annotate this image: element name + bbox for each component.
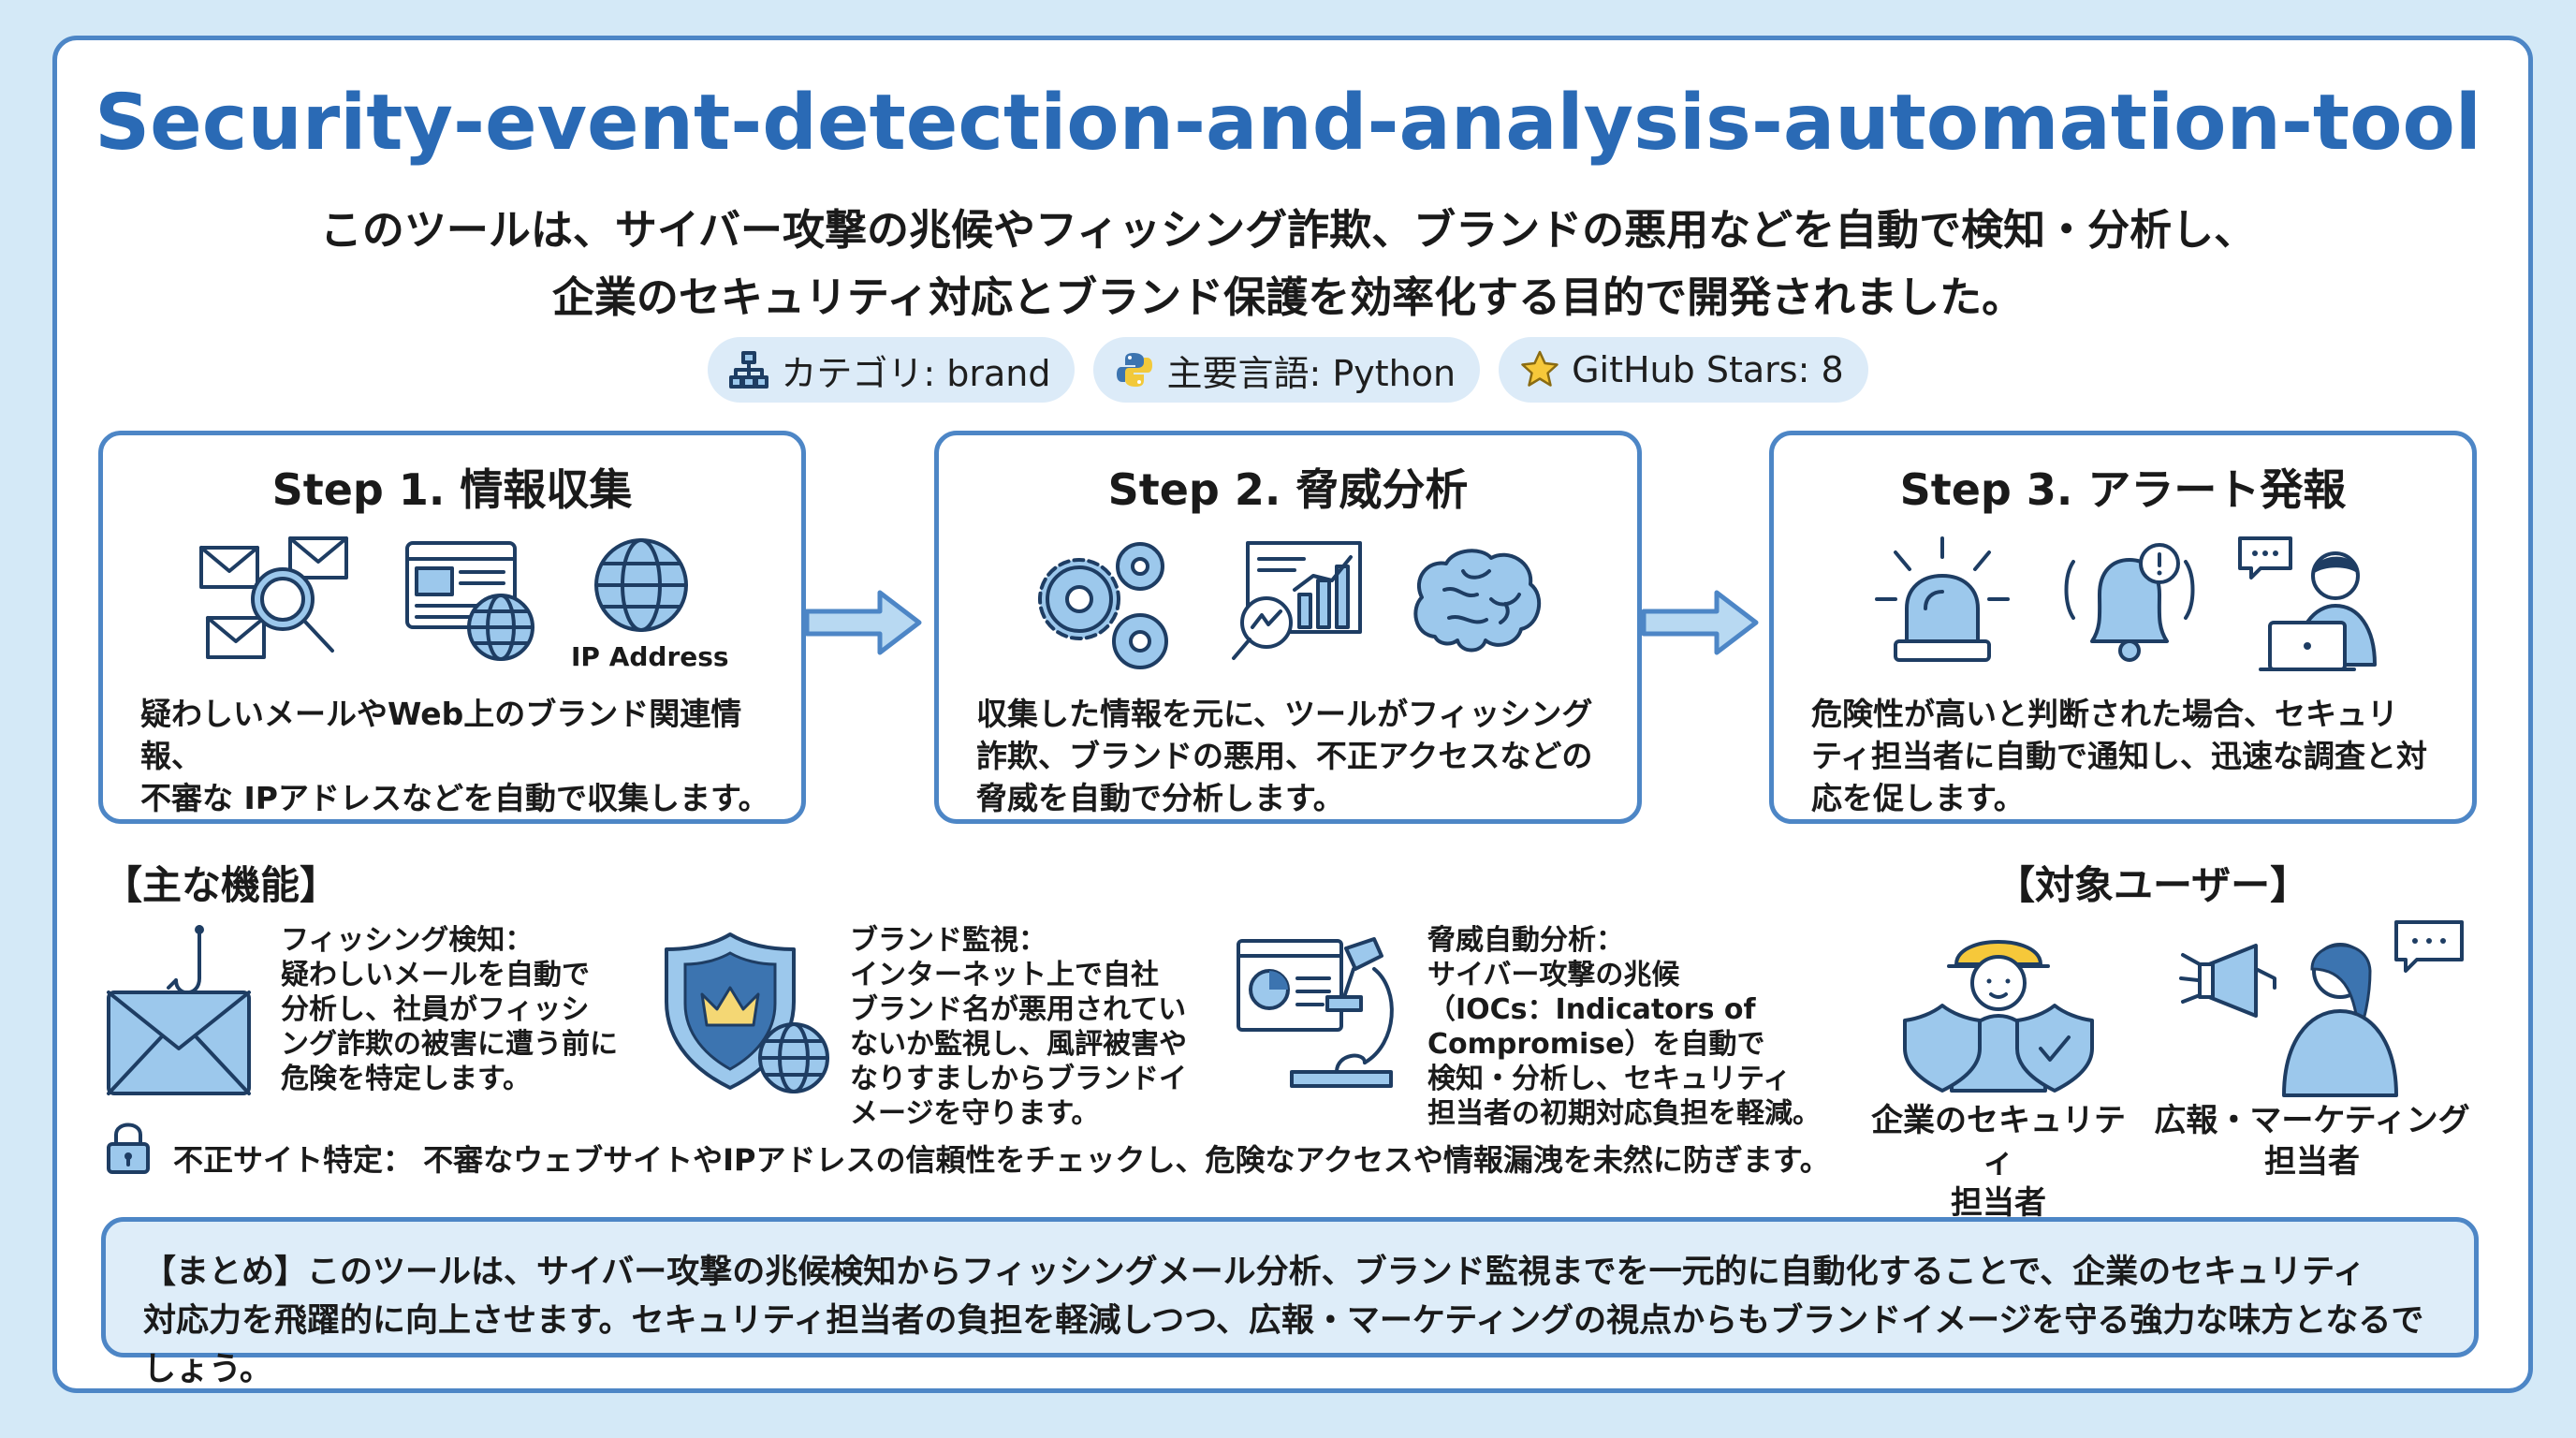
- subtitle-line-1: このツールは、サイバー攻撃の兆候やフィッシング詐欺、ブランドの悪用などを自動で検…: [319, 205, 2257, 255]
- ip-globe-icon: [594, 538, 688, 632]
- badge-row: カテゴリ: brand 主要言語: Python GitHub Stars: 8: [0, 337, 2576, 403]
- feature-threat-line: 検知・分析し、セキュリティ: [1427, 1063, 1792, 1095]
- feature-brand-text: ブランド監視： インターネット上で自社 ブランド名が悪用されてい ないか監視し、…: [850, 923, 1187, 1131]
- summary-text: 【まとめ】このツールは、サイバー攻撃の兆候検知からフィッシングメール分析、ブラン…: [143, 1248, 2446, 1394]
- summary-box: 【まとめ】このツールは、サイバー攻撃の兆候検知からフィッシングメール分析、ブラン…: [101, 1217, 2479, 1388]
- feature-threat-line: 担当者の初期対応負担を軽減。: [1427, 1097, 1821, 1130]
- step-1-title: Step 1. 情報収集: [271, 464, 633, 515]
- step-1-icons: IP Address: [103, 529, 801, 697]
- pr-marketing-icon: [2179, 920, 2464, 1097]
- phishing-mail-icon: [107, 925, 251, 1095]
- category-badge: カテゴリ: brand: [708, 337, 1076, 403]
- step-3-card: Step 3. アラート発報 危険性が高いと判断された場合、セキュリ: [1769, 431, 2477, 824]
- brain-icon: [1413, 549, 1541, 653]
- step-3-description: 危険性が高いと判断された場合、セキュリ ティ担当者に自動で通知し、迅速な調査と対…: [1811, 693, 2444, 819]
- alert-bell-icon: [2064, 543, 2195, 662]
- feature-threat-line: Compromise）を自動で: [1427, 1028, 1765, 1061]
- user-pr-caption: 広報・マーケティング 担当者: [2153, 1100, 2471, 1182]
- step-1-card: Step 1. 情報収集 IP Address 疑わしいメールやWeb上のブラン…: [98, 431, 806, 824]
- user-security-caption: 企業のセキュリティ 担当者: [1858, 1100, 2139, 1224]
- step-3-desc-line-3: 応を促します。: [1811, 780, 2025, 816]
- user-security-line-2: 担当者: [1951, 1184, 2046, 1222]
- feature-phishing-text: フィッシング検知： 疑わしいメールを自動で 分析し、社員がフィッシ ング詐欺の被…: [281, 923, 618, 1096]
- security-worker-icon: [1903, 940, 2094, 1093]
- step-2-icons: [939, 529, 1637, 697]
- step-1-desc-line-1: 疑わしいメールやWeb上のブランド関連情報、: [140, 696, 742, 774]
- language-badge-label: 主要言語: Python: [1166, 352, 1456, 394]
- hierarchy-icon: [729, 351, 769, 389]
- feature-brand-title: ブランド監視：: [850, 924, 1046, 957]
- feature-threat-title: 脅威自動分析：: [1427, 924, 1624, 957]
- web-globe-icon: [405, 541, 534, 661]
- feature-brand-line: ブランド名が悪用されてい: [850, 993, 1187, 1026]
- stars-badge: GitHub Stars: 8: [1499, 337, 1868, 403]
- feature-phishing-title: フィッシング検知：: [281, 924, 534, 957]
- user-security-line-1: 企業のセキュリティ: [1871, 1102, 2126, 1181]
- summary-line-2: 対応力を飛躍的に向上させます。セキュリティ担当者の負担を軽減しつつ、広報・マーケ…: [143, 1302, 2424, 1388]
- python-icon: [1117, 353, 1153, 387]
- step-3-desc-line-1: 危険性が高いと判断された場合、セキュリ: [1811, 696, 2398, 732]
- feature-brand-line: なりすましからブランドイ: [850, 1063, 1187, 1095]
- stars-badge-label: GitHub Stars: 8: [1572, 349, 1844, 390]
- page-title: Security-event-detection-and-analysis-au…: [95, 79, 2481, 168]
- email-search-icon: [199, 536, 348, 659]
- step-3-desc-line-2: ティ担当者に自動で通知し、迅速な調査と対: [1811, 738, 2428, 774]
- user-pr-line-2: 担当者: [2264, 1143, 2360, 1181]
- feature-phishing-line: 疑わしいメールを自動で: [281, 959, 590, 991]
- feature-brand-line: ないか監視し、風評被害や: [850, 1028, 1187, 1061]
- step-1-description: 疑わしいメールやWeb上のブランド関連情報、 不審な IPアドレスなどを自動で収…: [140, 693, 773, 819]
- brand-shield-icon: [665, 932, 829, 1093]
- step-1-desc-line-2: 不審な IPアドレスなどを自動で収集します。: [140, 780, 769, 816]
- step-2-desc-line-1: 収集した情報を元に、ツールがフィッシング: [976, 696, 1593, 732]
- feature-threat-text: 脅威自動分析： サイバー攻撃の兆候 （IOCs：Indicators of Co…: [1427, 923, 1821, 1131]
- features-label: 【主な機能】: [103, 862, 340, 908]
- feature-phishing-line: 危険を特定します。: [281, 1063, 531, 1095]
- feature-threat-line: サイバー攻撃の兆候: [1427, 959, 1680, 991]
- step-2-description: 収集した情報を元に、ツールがフィッシング 詐欺、ブランドの悪用、不正アクセスなど…: [976, 693, 1609, 819]
- step-2-desc-line-3: 脅威を自動で分析します。: [976, 780, 1344, 816]
- padlock-icon: [107, 1123, 150, 1174]
- star-icon: [1521, 350, 1559, 387]
- arrow-step-1-to-2: [804, 590, 922, 655]
- ip-address-label: IP Address: [571, 641, 729, 672]
- user-pr-line-1: 広報・マーケティング: [2154, 1102, 2470, 1139]
- operator-laptop-icon: [2238, 536, 2377, 671]
- language-badge: 主要言語: Python: [1093, 337, 1481, 403]
- step-3-icons: [1774, 529, 2472, 697]
- feature-phishing-line: 分析し、社員がフィッシ: [281, 993, 590, 1026]
- page-subtitle: このツールは、サイバー攻撃の兆候やフィッシング詐欺、ブランドの悪用などを自動で検…: [0, 197, 2576, 331]
- summary-line-1: 【まとめ】このツールは、サイバー攻撃の兆候検知からフィッシングメール分析、ブラン…: [143, 1254, 2366, 1291]
- step-2-desc-line-2: 詐欺、ブランドの悪用、不正アクセスなどの: [976, 738, 1593, 774]
- feature-brand-line: メージを守ります。: [850, 1097, 1100, 1130]
- arrow-step-2-to-3: [1641, 590, 1759, 655]
- fraud-site-text: 不正サイト特定： 不審なウェブサイトやIPアドレスの信頼性をチェックし、危険なア…: [173, 1142, 1830, 1178]
- feature-phishing-line: ング詐欺の被害に遭う前に: [281, 1028, 618, 1061]
- chart-analysis-icon: [1232, 541, 1362, 660]
- subtitle-line-2: 企業のセキュリティ対応とブランド保護を効率化する目的で開発されました。: [551, 272, 2025, 322]
- feature-brand-line: インターネット上で自社: [850, 959, 1159, 991]
- step-3-title: Step 3. アラート発報: [1899, 464, 2347, 515]
- step-2-title: Step 2. 脅威分析: [1107, 464, 1469, 515]
- step-2-card: Step 2. 脅威分析 収集した情報を元に、ツールがフィッシング 詐欺、ブラン…: [934, 431, 1642, 824]
- users-label: 【対象ユーザー】: [1996, 862, 2310, 908]
- microscope-icon: [1237, 937, 1394, 1088]
- feature-threat-line: （IOCs：Indicators of: [1427, 993, 1756, 1026]
- category-badge-label: カテゴリ: brand: [781, 352, 1051, 394]
- siren-icon: [1875, 536, 2010, 662]
- gears-icon: [1038, 542, 1168, 669]
